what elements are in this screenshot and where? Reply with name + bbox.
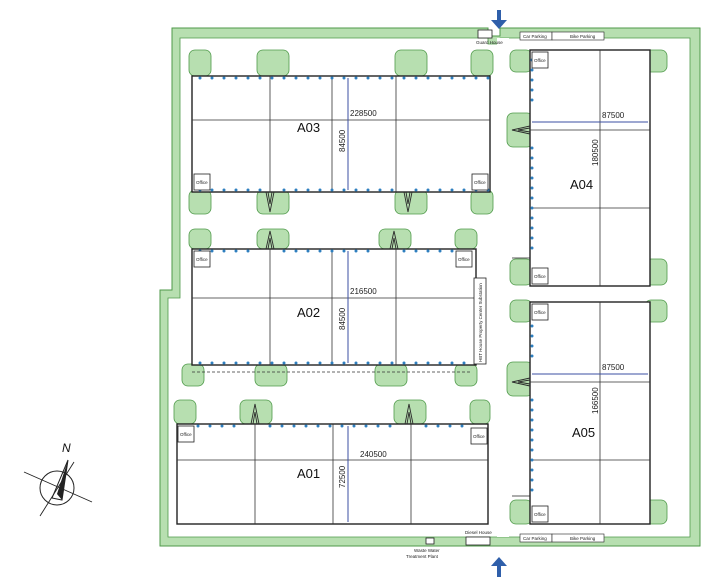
a05-depth-dimension: 166500 (591, 387, 600, 414)
a03-depth-dimension: 84500 (338, 129, 347, 152)
a01-depth-dimension: 72500 (338, 465, 347, 488)
a05-left-dots (530, 324, 534, 492)
a02-office-right (455, 250, 473, 268)
bottom-bike-parking-label: Bike Parking (570, 536, 596, 541)
a01-office-right (470, 427, 488, 445)
a03-width-dimension: 228500 (350, 109, 377, 118)
a05-office-top-label: Office (534, 310, 546, 315)
guard-house-label: Guard House (476, 40, 503, 45)
a05-office-bottom-label: Office (534, 512, 546, 517)
a03-office-left (193, 173, 211, 191)
a05-office-top (531, 303, 549, 321)
diesel-house-label: Diesel House (465, 530, 492, 535)
a03-office-right-label: Office (474, 180, 486, 185)
a05-office-bottom (531, 505, 549, 523)
a04-depth-dimension: 180500 (591, 139, 600, 166)
a03-office-right (471, 173, 489, 191)
a03-bottom-dots (198, 188, 490, 192)
bottom-parking: Car Parking Bike Parking (519, 533, 605, 543)
building-a01: Office Office 240500 72500 A01 (173, 399, 491, 525)
a04-office-top (531, 51, 549, 69)
a03-office-left-label: Office (196, 180, 208, 185)
a04-left-dots (530, 58, 534, 250)
a05-width-dimension: 87500 (602, 363, 625, 372)
bottom-car-parking-label: Car Parking (523, 536, 547, 541)
a01-office-left (177, 425, 195, 443)
building-a05: Office Office 87500 166500 A05 (506, 299, 668, 525)
building-a02: Office Office HBT House Property Center … (181, 228, 487, 387)
a04-office-bottom (531, 267, 549, 285)
top-car-parking-label: Car Parking (523, 34, 547, 39)
a02-label: A02 (297, 305, 320, 320)
a01-office-right-label: Office (473, 434, 485, 439)
a03-top-dots (198, 76, 490, 80)
a04-office-top-label: Office (534, 58, 546, 63)
north-label: N (62, 441, 71, 455)
a04-office-bottom-label: Office (534, 274, 546, 279)
a01-width-dimension: 240500 (360, 450, 387, 459)
entrance-arrow-top-icon (491, 10, 507, 29)
entrance-arrow-bottom-icon (491, 557, 507, 577)
a02-depth-dimension: 84500 (338, 307, 347, 330)
building-a04: Office Office 87500 180500 A04 (506, 49, 668, 287)
a01-top-dots (196, 424, 464, 428)
a02-office-left (193, 250, 211, 268)
a03-label: A03 (297, 120, 320, 135)
a02-side-building-label: HBT House Property Center Substation (478, 283, 483, 362)
a02-width-dimension: 216500 (350, 287, 377, 296)
top-bike-parking-label: Bike Parking (570, 34, 596, 39)
diesel-house: Diesel House (465, 530, 492, 546)
a04-width-dimension: 87500 (602, 111, 625, 120)
north-arrow-icon: N (23, 441, 93, 517)
waste-water-treatment: Waste Water Treatment Plant (406, 537, 440, 559)
a02-office-right-label: Office (458, 257, 470, 262)
a01-label: A01 (297, 466, 320, 481)
a02-side-building (473, 277, 487, 365)
guard-house: Guard House (476, 29, 503, 45)
a05-label: A05 (572, 425, 595, 440)
a02-bottom-dots (198, 361, 466, 365)
waste-water-label-2: Treatment Plant (406, 554, 439, 559)
a02-office-left-label: Office (196, 257, 208, 262)
waste-water-label-1: Waste Water (414, 548, 440, 553)
central-road (497, 38, 509, 537)
a01-office-left-label: Office (180, 432, 192, 437)
top-parking: Car Parking Bike Parking (519, 31, 605, 41)
a04-label: A04 (570, 177, 593, 192)
building-a03: Office Office 228500 84500 A03 (188, 49, 494, 215)
